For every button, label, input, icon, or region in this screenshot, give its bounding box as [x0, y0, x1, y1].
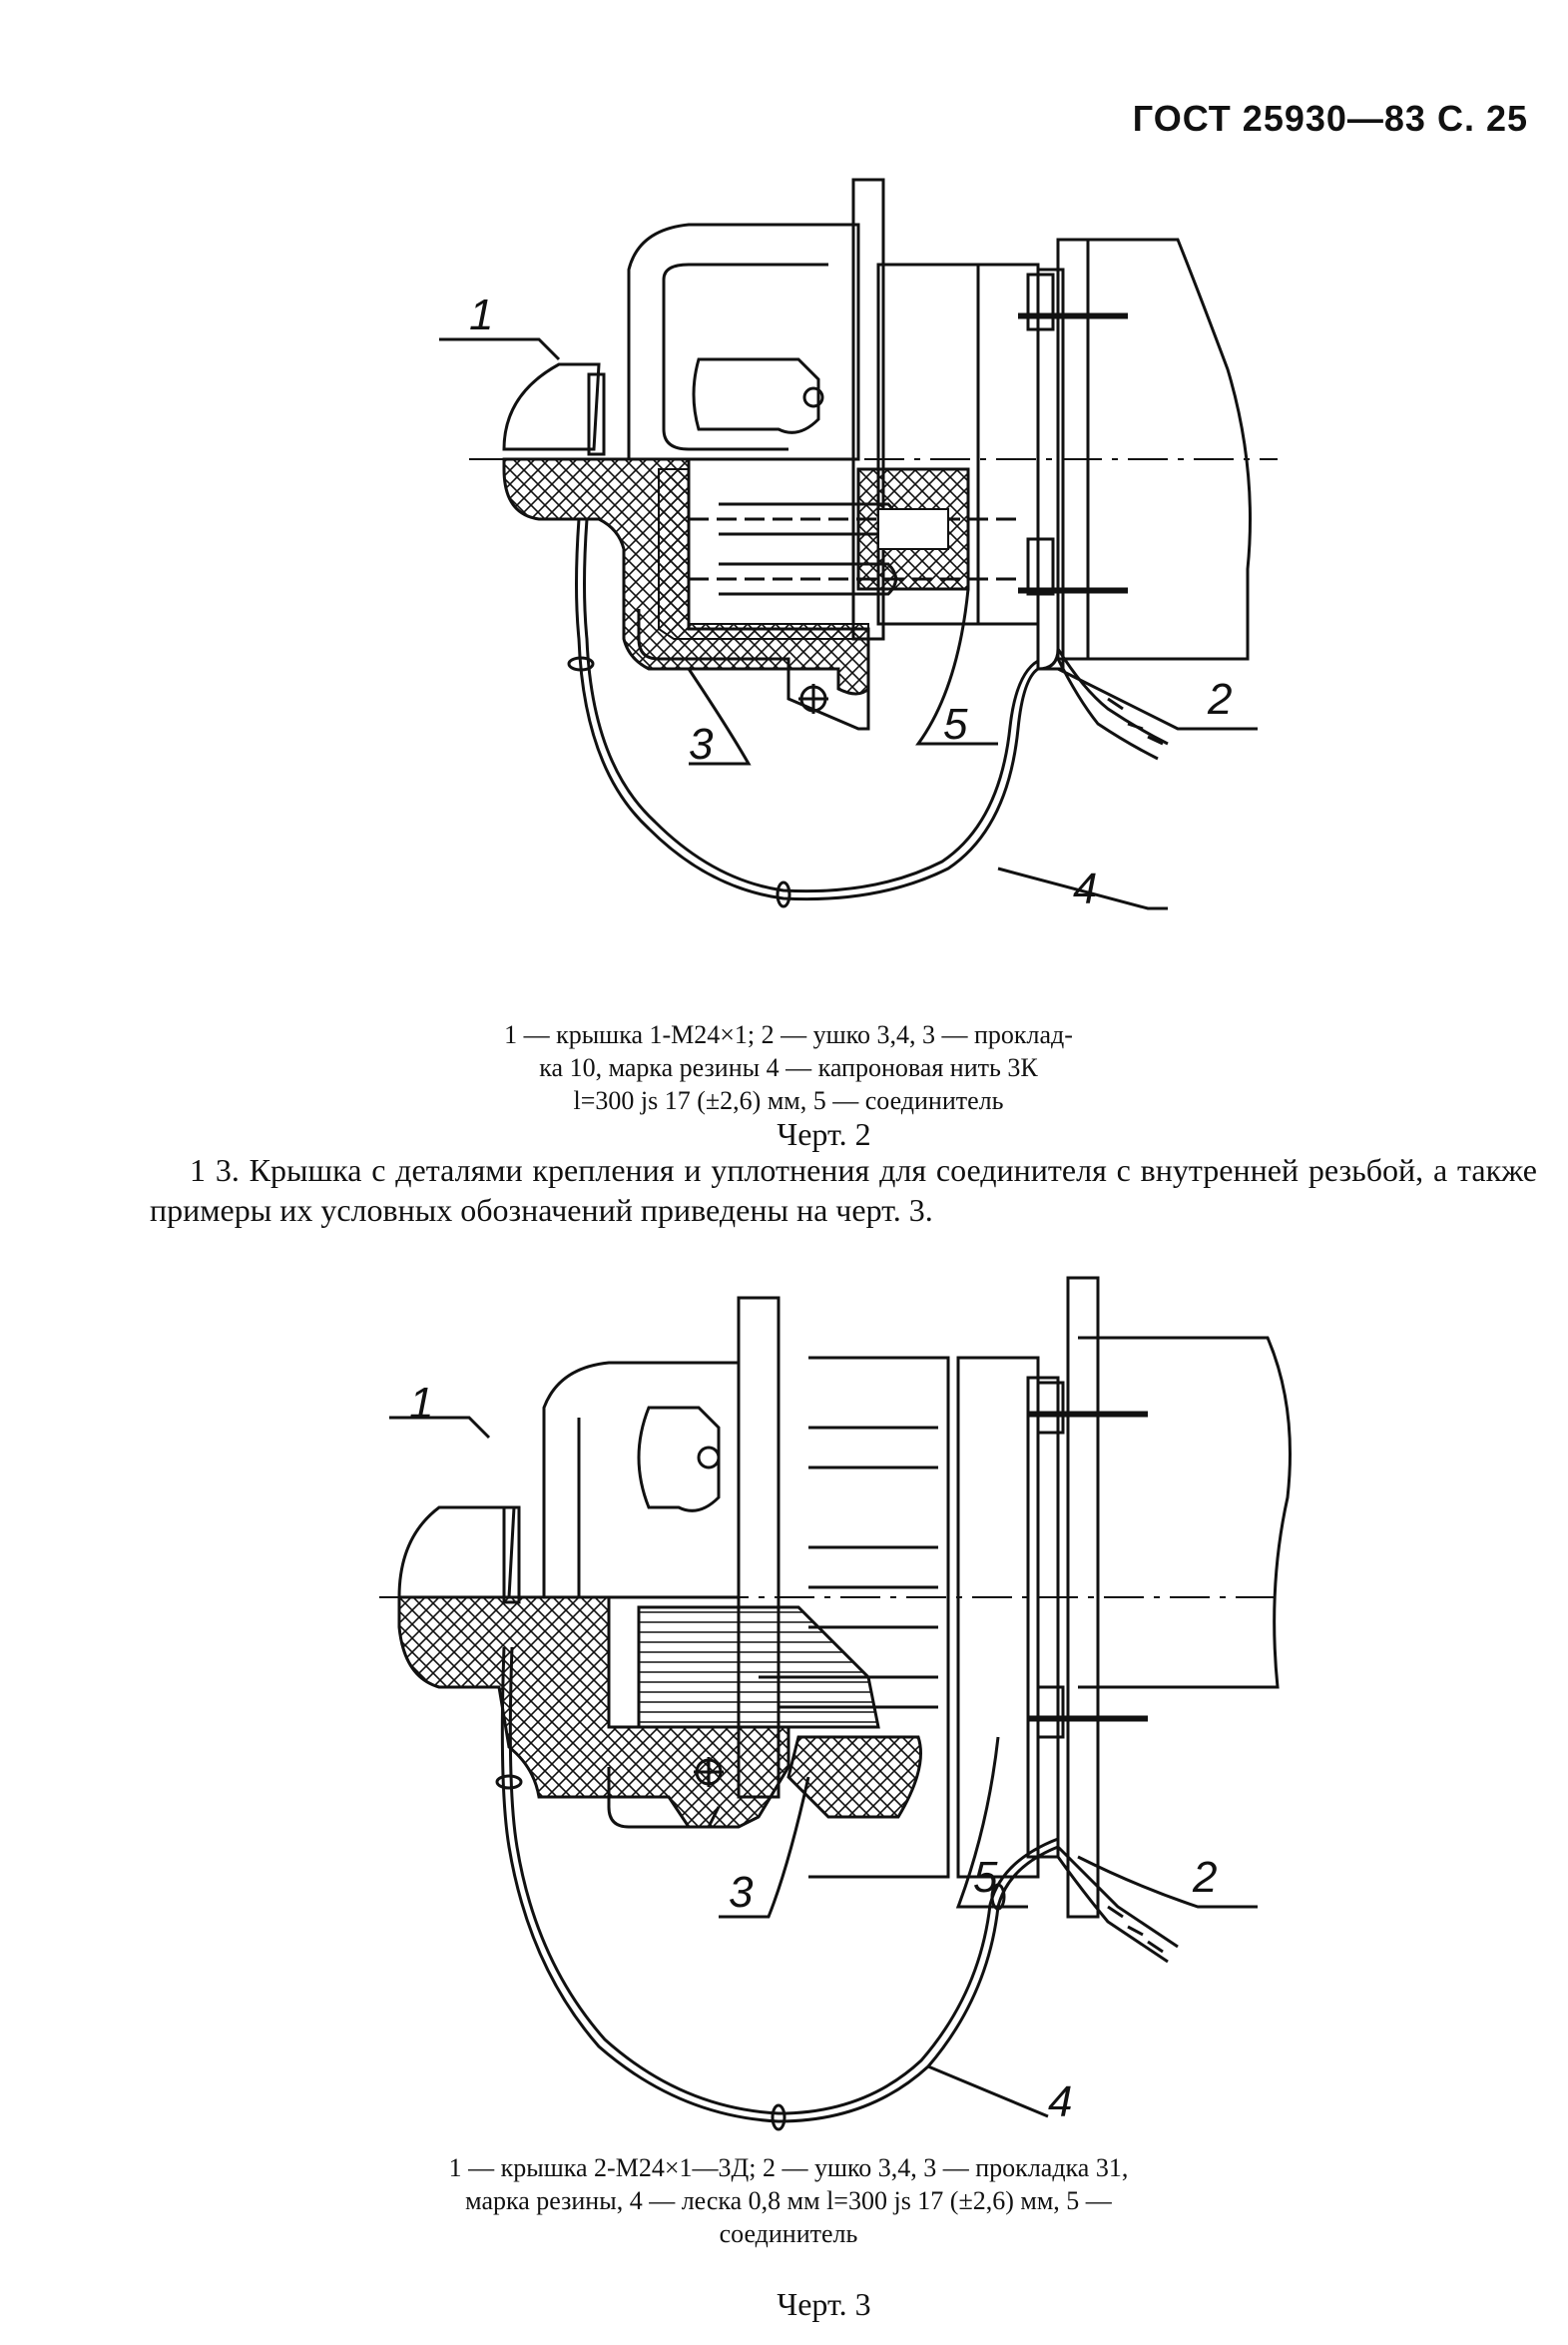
fig2-label-4: 4	[1073, 865, 1097, 913]
caption-line: марка резины, 4 — леска 0,8 мм l=300 js …	[465, 2186, 1112, 2215]
drawing-figure-3: 1 2 3 4 5	[0, 1268, 1568, 2146]
fig2-label-2: 2	[1207, 675, 1232, 724]
fig3-label-5: 5	[973, 1853, 998, 1902]
fig2-label-3: 3	[689, 720, 714, 769]
fig2-label-5: 5	[943, 700, 968, 749]
caption-line: 1 — крышка 2-М24×1—3Д; 2 — ушко 3,4, 3 —…	[448, 2153, 1129, 2182]
figure-2-title: Черт. 2	[777, 1116, 871, 1152]
figure-3-caption: 1 — крышка 2-М24×1—3Д; 2 — ушко 3,4, 3 —…	[329, 2151, 1248, 2250]
page-header: ГОСТ 25930—83 С. 25	[1132, 98, 1528, 139]
figure-2-caption: 1 — крышка 1-М24×1; 2 — ушко 3,4, 3 — пр…	[329, 1018, 1248, 1117]
caption-line: ка 10, марка резины 4 — капроновая нить …	[539, 1053, 1038, 1082]
body-paragraph: 1 3. Крышка с деталями крепления и уплот…	[150, 1152, 1537, 1228]
fig2-label-1: 1	[469, 291, 493, 339]
figure-3-title: Черт. 3	[777, 2286, 871, 2322]
fig3-label-1: 1	[409, 1379, 433, 1428]
caption-line: соединитель	[719, 2219, 858, 2248]
drawing-figure-2: 1 2 3 4 5	[0, 170, 1568, 1008]
fig3-label-2: 2	[1192, 1853, 1217, 1902]
caption-line: l=300 js 17 (±2,6) мм, 5 — соединитель	[573, 1086, 1004, 1115]
fig3-label-4: 4	[1048, 2077, 1072, 2126]
caption-line: 1 — крышка 1-М24×1; 2 — ушко 3,4, 3 — пр…	[504, 1020, 1073, 1049]
fig3-label-3: 3	[729, 1868, 754, 1917]
